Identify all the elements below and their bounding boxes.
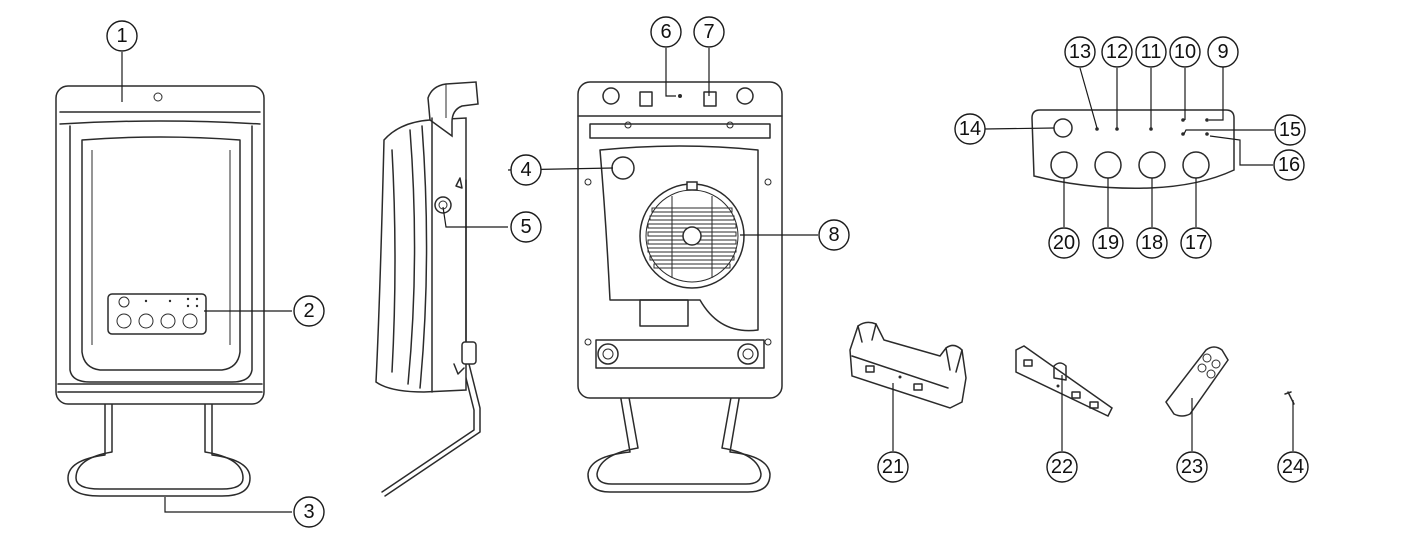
callout-16: 16: [1273, 149, 1305, 181]
heater-rear-view: [577, 81, 783, 493]
callout-11: 11: [1135, 36, 1167, 68]
remote-control: [1165, 346, 1229, 417]
callout-3: 3: [293, 496, 325, 528]
callout-16-label: 16: [1278, 154, 1300, 176]
callout-2-label: 2: [303, 300, 314, 322]
callout-7-label: 7: [703, 21, 714, 43]
callout-5: 5: [510, 211, 542, 243]
callout-14-label: 14: [959, 118, 981, 140]
callout-12-label: 12: [1106, 41, 1128, 63]
callout-8-label: 8: [828, 224, 839, 246]
callout-24-label: 24: [1282, 456, 1304, 478]
callout-18: 18: [1136, 227, 1168, 259]
callout-15: 15: [1274, 114, 1306, 146]
callout-5-label: 5: [520, 216, 531, 238]
callout-10-label: 10: [1174, 41, 1196, 63]
callout-17-label: 17: [1185, 232, 1207, 254]
callout-21-label: 21: [882, 456, 904, 478]
control-panel-detail: [1031, 109, 1235, 189]
callout-11-label: 11: [1141, 41, 1162, 63]
callout-9-label: 9: [1217, 41, 1228, 63]
callout-3-label: 3: [303, 501, 314, 523]
callout-2: 2: [293, 295, 325, 327]
callout-18-label: 18: [1141, 232, 1163, 254]
callout-19-label: 19: [1097, 232, 1119, 254]
callout-20: 20: [1048, 227, 1080, 259]
callout-22: 22: [1046, 451, 1078, 483]
callout-1-label: 1: [116, 25, 127, 47]
wall-plate: [1015, 345, 1113, 417]
wall-bracket: [849, 321, 967, 409]
callout-9: 9: [1207, 36, 1239, 68]
callout-8: 8: [818, 219, 850, 251]
callout-22-label: 22: [1051, 456, 1073, 478]
heater-side-view: [375, 81, 481, 497]
heater-front-view: [55, 85, 265, 497]
callout-13: 13: [1064, 36, 1096, 68]
callout-14: 14: [954, 113, 986, 145]
callout-6: 6: [650, 16, 682, 48]
callout-7: 7: [693, 16, 725, 48]
callout-1: 1: [106, 20, 138, 52]
callout-13-label: 13: [1069, 41, 1091, 63]
callout-6-label: 6: [660, 21, 671, 43]
callout-23-label: 23: [1181, 456, 1203, 478]
callout-15-label: 15: [1279, 119, 1301, 141]
callout-12: 12: [1101, 36, 1133, 68]
callout-19: 19: [1092, 227, 1124, 259]
callout-17: 17: [1180, 227, 1212, 259]
callout-20-label: 20: [1053, 232, 1075, 254]
callout-23: 23: [1176, 451, 1208, 483]
callout-21: 21: [877, 451, 909, 483]
callout-10: 10: [1169, 36, 1201, 68]
callout-4-label: 4: [520, 159, 531, 181]
callout-24: 24: [1277, 451, 1309, 483]
callout-4: 4: [510, 154, 542, 186]
